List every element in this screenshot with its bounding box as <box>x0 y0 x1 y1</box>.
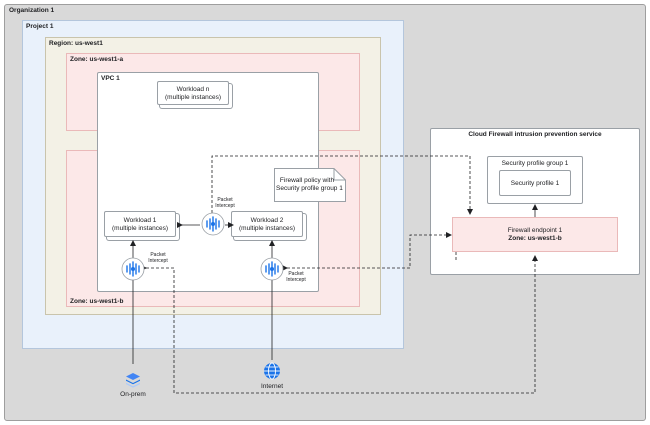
workload-1: Workload 1 (multiple instances) <box>104 211 176 237</box>
left-intercept-label-line2: Intercept <box>148 258 168 264</box>
workload-1-subtitle: (multiple instances) <box>112 225 168 232</box>
center-intercept-label-line1: Packet <box>217 197 233 203</box>
workload-n-subtitle: (multiple instances) <box>165 94 221 101</box>
center-to-endpoint-dashed-line <box>211 155 473 215</box>
firewall-policy-note-line1: Firewall policy with <box>279 177 335 184</box>
project-label: Project 1 <box>26 23 54 30</box>
right-intercept-to-endpoint-dashed-line <box>282 232 452 271</box>
on-prem-stack-icon <box>126 373 140 388</box>
firewall-policy-note-line2: Security profile group 1 <box>276 185 343 192</box>
firewall-policy-note <box>274 168 346 202</box>
packet-intercept-icon <box>121 257 145 281</box>
firewall-endpoint-title: Firewall endpoint 1 <box>507 227 563 234</box>
security-profile-group-label: Security profile group 1 <box>501 160 569 167</box>
left-intercept-to-endpoint-dashed-line <box>141 255 538 394</box>
organization-label: Organization 1 <box>9 7 55 14</box>
security-profile-label: Security profile 1 <box>510 180 560 187</box>
packet-intercept-icon <box>201 212 225 236</box>
region-label: Region: us-west1 <box>49 40 103 47</box>
workload-n-title: Workload n <box>176 86 210 93</box>
firewall-endpoint-zone: Zone: us-west1-b <box>508 235 562 242</box>
firewall-endpoint: Firewall endpoint 1 Zone: us-west1-b <box>452 217 618 252</box>
vpc-label: VPC 1 <box>101 75 120 82</box>
on-prem-label: On-prem <box>120 391 146 398</box>
workload-1-title: Workload 1 <box>123 217 157 224</box>
center-intercept-label-line2: Intercept <box>215 203 235 209</box>
left-intercept-label-line1: Packet <box>150 252 166 258</box>
right-intercept-label-line2: Intercept <box>286 277 306 283</box>
workload-n: Workload n (multiple instances) <box>157 81 229 105</box>
internet-label: Internet <box>260 383 284 390</box>
zone-a-label: Zone: us-west1-a <box>70 56 124 63</box>
workload-2-title: Workload 2 <box>250 217 284 224</box>
security-profile: Security profile 1 <box>499 170 571 196</box>
packet-intercept-icon <box>260 257 284 281</box>
workload-2-subtitle: (multiple instances) <box>239 225 295 232</box>
globe-icon <box>264 362 280 380</box>
zone-b-label: Zone: us-west1-b <box>70 298 124 305</box>
cloud-firewall-service-label: Cloud Firewall intrusion prevention serv… <box>468 131 602 138</box>
right-intercept-label-line1: Packet <box>288 271 304 277</box>
